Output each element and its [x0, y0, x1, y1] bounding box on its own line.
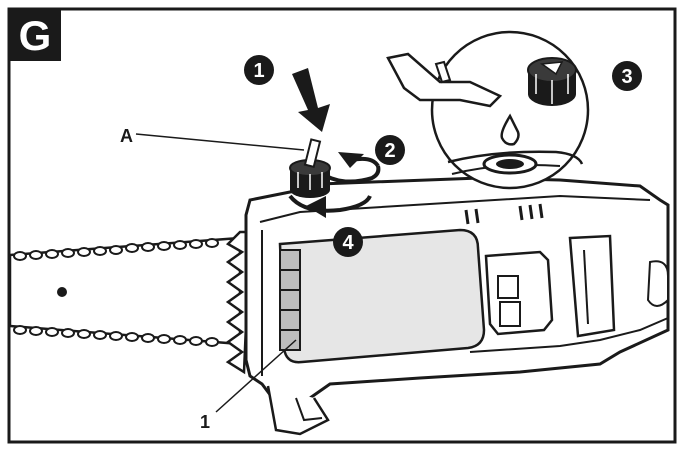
- panel-letter-badge: G: [9, 9, 61, 61]
- vent-slots: [464, 203, 544, 225]
- rear-knob: [646, 260, 669, 307]
- rotate-open-arrow-icon: [325, 152, 381, 184]
- body-top-ridge: [259, 194, 651, 223]
- saw-chain: [13, 238, 219, 347]
- step-badge-3-number: 3: [621, 66, 632, 88]
- inset-oil-cap: [527, 57, 577, 106]
- callout-cap: A: [120, 126, 305, 151]
- guide-bar: [8, 236, 242, 346]
- guide-bar-hole: [57, 287, 67, 297]
- oil-level-scale: [279, 249, 301, 351]
- hand-guard-inner: [295, 397, 323, 422]
- step-badge-1-number: 1: [253, 60, 264, 82]
- callout-cap-label: A: [120, 126, 133, 146]
- step-badge-2: 2: [375, 135, 405, 165]
- saw-chain-top-run: [13, 238, 219, 261]
- oil-level-window: [278, 228, 486, 364]
- step-badge-2-number: 2: [384, 140, 395, 162]
- body-lower-seam: [469, 317, 669, 353]
- saw-chain-bottom-run: [13, 325, 219, 347]
- callout-window-leader: [215, 339, 297, 413]
- oil-cap-tab: [303, 138, 322, 169]
- callout-cap-leader: [135, 133, 305, 151]
- rotate-close-arrow-icon: [288, 194, 372, 218]
- oil-bottle-icon: [386, 52, 503, 108]
- callout-window: 1: [200, 339, 297, 432]
- oil-drop-icon: [500, 113, 520, 146]
- switch-button: [497, 275, 519, 299]
- step-badge-4: 4: [333, 227, 363, 257]
- callout-window-label: 1: [200, 412, 210, 432]
- oil-cap: [289, 138, 331, 198]
- push-down-arrow-icon: [292, 68, 330, 132]
- magnified-inset: [386, 30, 590, 190]
- step-badge-4-number: 4: [342, 232, 354, 254]
- handle-switch: [484, 234, 669, 338]
- step-badge-1: 1: [244, 55, 274, 85]
- front-hand-guard: [266, 385, 330, 436]
- step-badge-3: 3: [612, 61, 642, 91]
- panel-letter: G: [19, 12, 52, 59]
- rear-grip: [568, 234, 616, 338]
